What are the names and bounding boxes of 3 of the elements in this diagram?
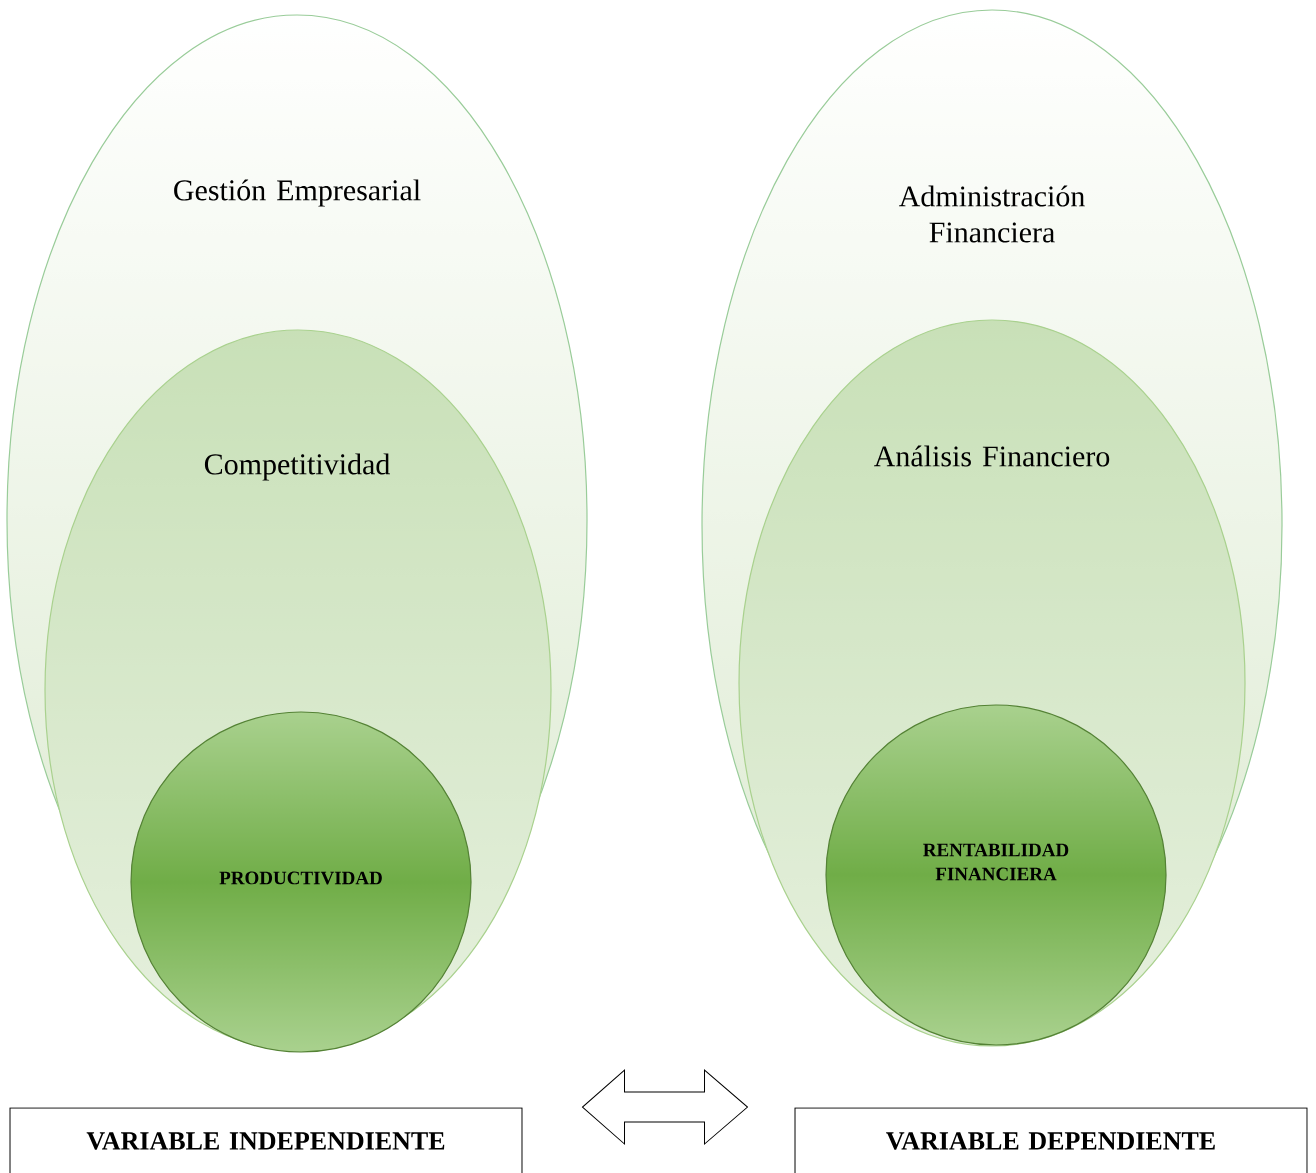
variable-box: VARIABLE INDEPENDIENTE — [9, 1107, 523, 1173]
double-arrow — [582, 1069, 748, 1145]
variable-box: VARIABLE DEPENDIENTE — [794, 1107, 1308, 1173]
